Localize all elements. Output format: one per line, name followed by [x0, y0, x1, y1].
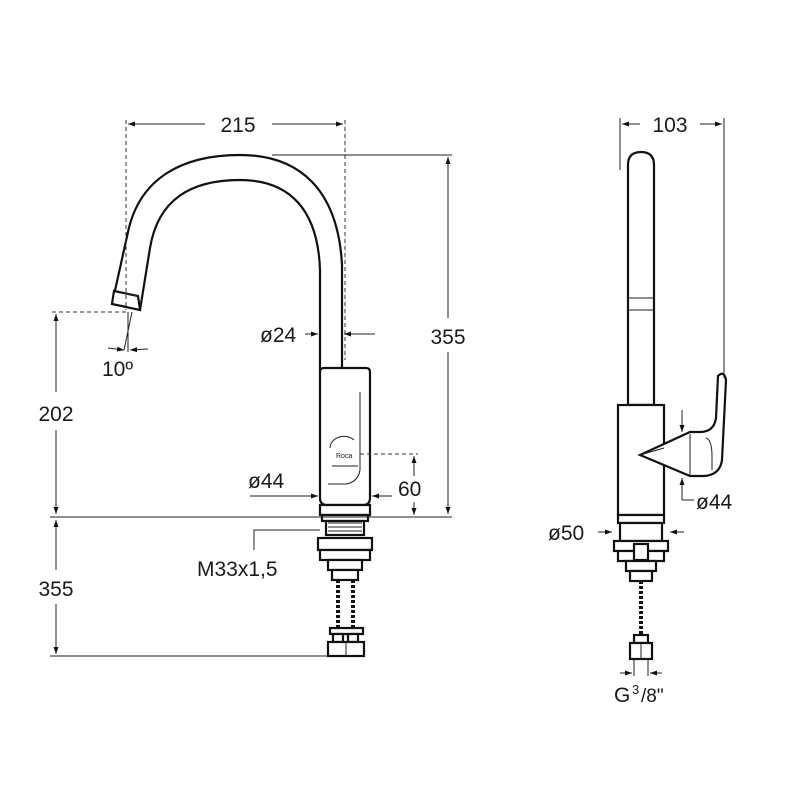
- side-base-mount: [612, 513, 670, 661]
- supply-hoses: [326, 580, 366, 658]
- dim-side-width: 103: [619, 114, 725, 378]
- brand-logo: Roca: [336, 453, 352, 460]
- side-spout: [626, 150, 656, 407]
- dim-outlet-height: 202: [38, 311, 126, 514]
- dim-spout-reach: 215: [125, 114, 346, 360]
- side-body: [616, 372, 728, 517]
- label-thread: M33x1,5: [197, 558, 278, 581]
- spout: [110, 153, 344, 372]
- side-view: 103 ø44 ø50 G 3 /8": [548, 114, 733, 707]
- label-hose-length: 355: [38, 578, 73, 601]
- label-spout-angle: 10º: [102, 358, 133, 381]
- label-connection-prefix: G: [614, 684, 630, 707]
- label-body-diameter: ø44: [248, 470, 285, 493]
- front-view: Roca 2: [38, 114, 466, 658]
- label-side-width: 103: [652, 114, 687, 137]
- dim-spout-angle: 10º: [102, 311, 149, 381]
- label-connection-den: /8": [641, 686, 664, 707]
- dim-connection: G 3 /8": [614, 660, 664, 707]
- dim-spout-diameter: ø24: [260, 324, 375, 347]
- base-mount: [316, 503, 374, 582]
- dim-total-height: 355: [272, 154, 466, 514]
- dim-body-diameter: ø44: [248, 470, 392, 499]
- label-connection-num: 3: [632, 682, 639, 697]
- callout-thread: M33x1,5: [197, 529, 320, 581]
- dim-base-diameter: ø50: [548, 522, 684, 545]
- label-outlet-height: 202: [38, 403, 73, 426]
- dim-side-body-diameter: ø44: [679, 410, 733, 514]
- label-spout-diameter: ø24: [260, 324, 297, 347]
- dim-hose-length: 355: [38, 520, 328, 657]
- label-side-body-diameter: ø44: [696, 491, 733, 514]
- label-handle-height: 60: [398, 478, 421, 501]
- label-total-height: 355: [430, 326, 465, 349]
- label-spout-reach: 215: [220, 114, 255, 137]
- dim-handle-height: 60: [360, 453, 421, 515]
- body: Roca: [318, 366, 372, 507]
- label-base-diameter: ø50: [548, 522, 584, 545]
